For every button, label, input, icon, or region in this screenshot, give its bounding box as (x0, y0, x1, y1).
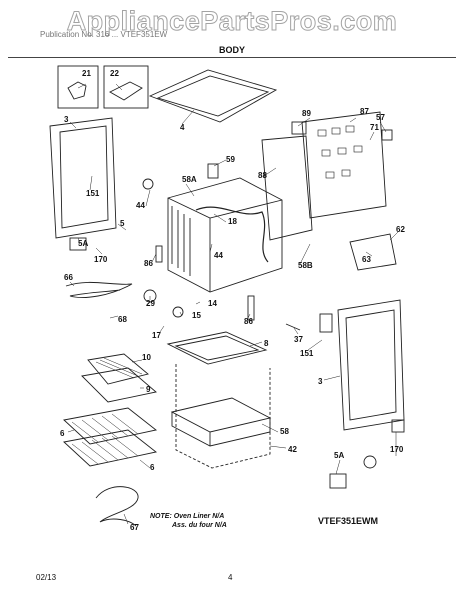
back-panel (301, 111, 387, 219)
oven-rack-upper (63, 407, 158, 445)
callout-8: 8 (264, 339, 269, 348)
top-insulation (166, 331, 268, 365)
callout-44-mid: 44 (214, 251, 223, 260)
callout-15: 15 (192, 311, 201, 320)
callout-44-top: 44 (136, 201, 145, 210)
callout-9: 9 (146, 385, 151, 394)
callout-88: 88 (258, 171, 267, 180)
callout-58a: 58A (182, 175, 197, 184)
callout-86-left: 86 (144, 259, 153, 268)
top-divider (8, 57, 456, 58)
callout-58b: 58B (298, 261, 313, 270)
callout-42: 42 (288, 445, 297, 454)
callout-59: 59 (226, 155, 235, 164)
callout-17: 17 (152, 331, 161, 340)
callout-3-right: 3 (318, 377, 323, 386)
callout-22: 22 (110, 69, 119, 78)
oven-rack-lower (63, 429, 158, 467)
light-socket (142, 178, 154, 190)
footer-page-number: 4 (228, 573, 233, 582)
insulation-wrap (175, 364, 271, 469)
callout-170-bottom: 170 (390, 445, 404, 454)
model-number: VTEF351EWM (318, 516, 379, 526)
bake-element (65, 281, 133, 298)
callout-170-top: 170 (94, 255, 108, 264)
callout-66: 66 (64, 273, 73, 282)
exploded-parts-diagram: 21 22 4 3 89 87 57 71 59 58A 88 44 5 151… (49, 65, 405, 532)
callout-14: 14 (208, 299, 217, 308)
callout-5: 5 (120, 219, 125, 228)
callout-18: 18 (228, 217, 237, 226)
hinge-right (329, 473, 347, 489)
callout-151-right: 151 (300, 349, 314, 358)
rear-frame (261, 135, 313, 241)
note-line-2: Ass. du four N/A (172, 522, 227, 529)
callout-3: 3 (64, 115, 69, 124)
callout-71: 71 (370, 123, 379, 132)
oven-cavity (167, 177, 283, 293)
callout-6-upper: 6 (60, 429, 65, 438)
side-panel-left (49, 117, 117, 239)
callout-5a-bottom: 5A (334, 451, 344, 460)
callout-5a-top: 5A (78, 239, 88, 248)
callout-67: 67 (130, 523, 139, 532)
top-panel (148, 69, 278, 123)
callout-58: 58 (280, 427, 289, 436)
callout-4: 4 (180, 123, 185, 132)
callout-63: 63 (362, 255, 371, 264)
callout-21: 21 (82, 69, 91, 78)
diagram-title: BODY (218, 45, 245, 55)
part-22-box (103, 65, 149, 109)
callout-87: 87 (360, 107, 369, 116)
callout-57: 57 (376, 113, 385, 122)
callout-29: 29 (146, 299, 155, 308)
callout-6-lower: 6 (150, 463, 155, 472)
publication-subhead: Publication No. 316 ... VTEF351EW (40, 30, 168, 39)
callout-89: 89 (302, 109, 311, 118)
callout-37: 37 (294, 335, 303, 344)
broil-element (95, 486, 139, 527)
callout-10: 10 (142, 353, 151, 362)
bottom-insulation (170, 397, 272, 433)
watermark: AppliancePartsPros.com (66, 6, 398, 37)
part-21-box (57, 65, 99, 109)
callout-68: 68 (118, 315, 127, 324)
callout-151-left: 151 (86, 189, 100, 198)
oven-liner-note: NOTE: Oven Liner N/A Ass. du four N/A (150, 512, 227, 530)
footer-date: 02/13 (36, 573, 57, 582)
callout-62: 62 (396, 225, 405, 234)
note-line-1: NOTE: Oven Liner N/A (150, 513, 225, 520)
broiler-pan (87, 353, 149, 385)
callout-86-right: 86 (244, 317, 253, 326)
